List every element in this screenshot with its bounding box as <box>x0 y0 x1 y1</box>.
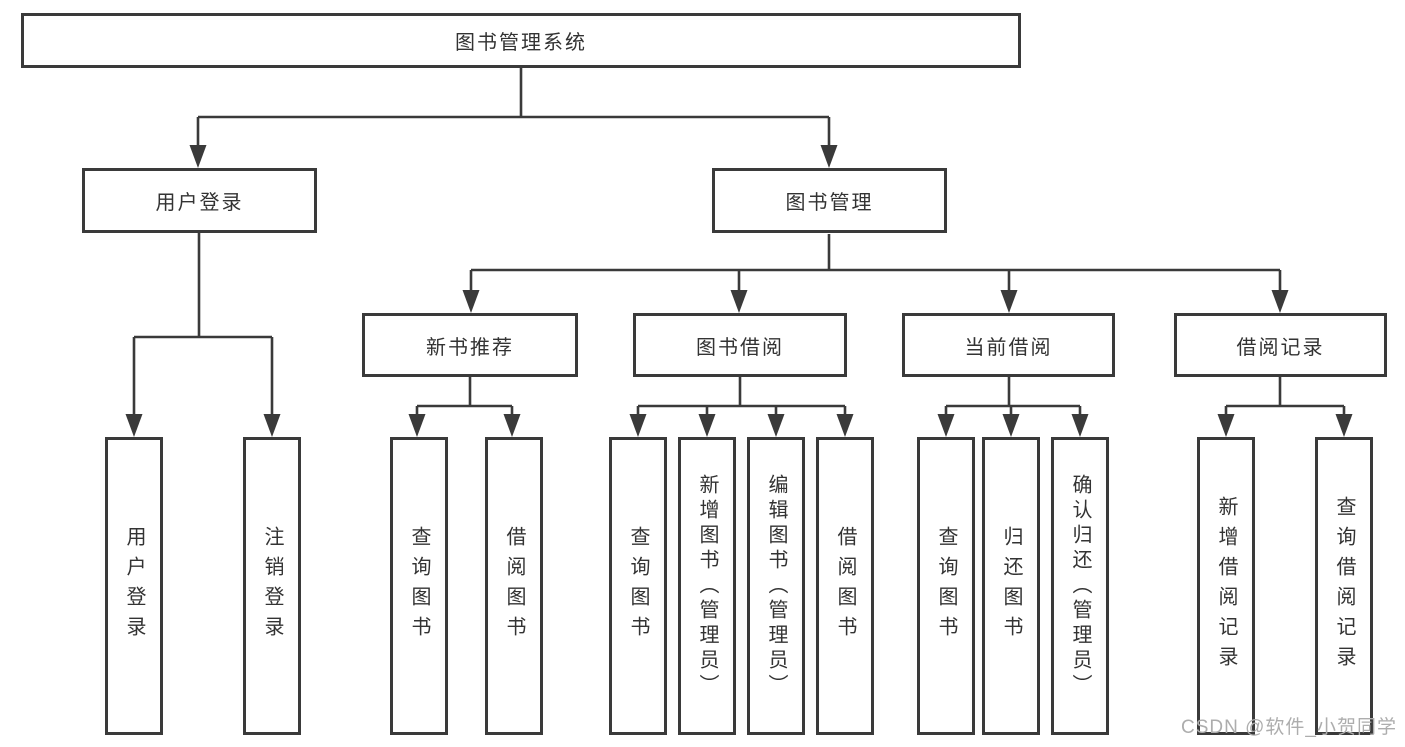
node-book-management-label: 图书管理 <box>785 192 874 214</box>
node-current-borrow-label: 当前借阅 <box>964 336 1053 359</box>
node-user-login-label: 用户登录 <box>155 192 244 214</box>
leaf-recommend-query-book-label: 查询图书 <box>408 526 430 646</box>
leaf-add-book-admin-label: 新增图书（管理员） <box>696 473 718 699</box>
leaf-logout-label: 注销登录 <box>261 526 283 646</box>
leaf-return-book-label: 归还图书 <box>1000 526 1022 646</box>
leaf-return-book: 归还图书 <box>982 437 1040 735</box>
node-book-management: 图书管理 <box>712 168 947 233</box>
node-borrow-record: 借阅记录 <box>1174 313 1387 377</box>
leaf-borrow-query-book-label: 查询图书 <box>627 526 649 646</box>
leaf-recommend-query-book: 查询图书 <box>390 437 448 735</box>
csdn-watermark: CSDN @软件_小贺同学 <box>1181 717 1397 738</box>
leaf-edit-book-admin-label: 编辑图书（管理员） <box>765 473 787 699</box>
node-root: 图书管理系统 <box>21 13 1021 68</box>
leaf-add-borrow-record: 新增借阅记录 <box>1197 437 1255 735</box>
leaf-query-borrow-record-label: 查询借阅记录 <box>1333 496 1355 676</box>
leaf-borrow-query-book: 查询图书 <box>609 437 667 735</box>
leaf-query-borrow-record: 查询借阅记录 <box>1315 437 1373 735</box>
leaf-borrow-book: 借阅图书 <box>816 437 874 735</box>
leaf-user-login-label: 用户登录 <box>123 526 145 646</box>
node-current-borrow: 当前借阅 <box>902 313 1115 377</box>
node-root-label: 图书管理系统 <box>455 32 587 54</box>
leaf-edit-book-admin: 编辑图书（管理员） <box>747 437 805 735</box>
leaf-recommend-borrow-book-label: 借阅图书 <box>503 526 525 646</box>
leaf-current-query-book: 查询图书 <box>917 437 975 735</box>
node-book-borrow-label: 图书借阅 <box>696 336 784 359</box>
leaf-logout: 注销登录 <box>243 437 301 735</box>
leaf-add-book-admin: 新增图书（管理员） <box>678 437 736 735</box>
leaf-borrow-book-label: 借阅图书 <box>834 526 856 646</box>
node-borrow-record-label: 借阅记录 <box>1236 336 1325 359</box>
leaf-recommend-borrow-book: 借阅图书 <box>485 437 543 735</box>
node-new-book-recommend: 新书推荐 <box>362 313 578 377</box>
leaf-user-login: 用户登录 <box>105 437 163 735</box>
leaf-add-borrow-record-label: 新增借阅记录 <box>1215 496 1237 676</box>
node-user-login: 用户登录 <box>82 168 317 233</box>
node-book-borrow: 图书借阅 <box>633 313 847 377</box>
leaf-confirm-return-admin-label: 确认归还（管理员） <box>1069 473 1091 699</box>
leaf-confirm-return-admin: 确认归还（管理员） <box>1051 437 1109 735</box>
leaf-current-query-book-label: 查询图书 <box>935 526 957 646</box>
node-new-book-recommend-label: 新书推荐 <box>426 336 514 359</box>
